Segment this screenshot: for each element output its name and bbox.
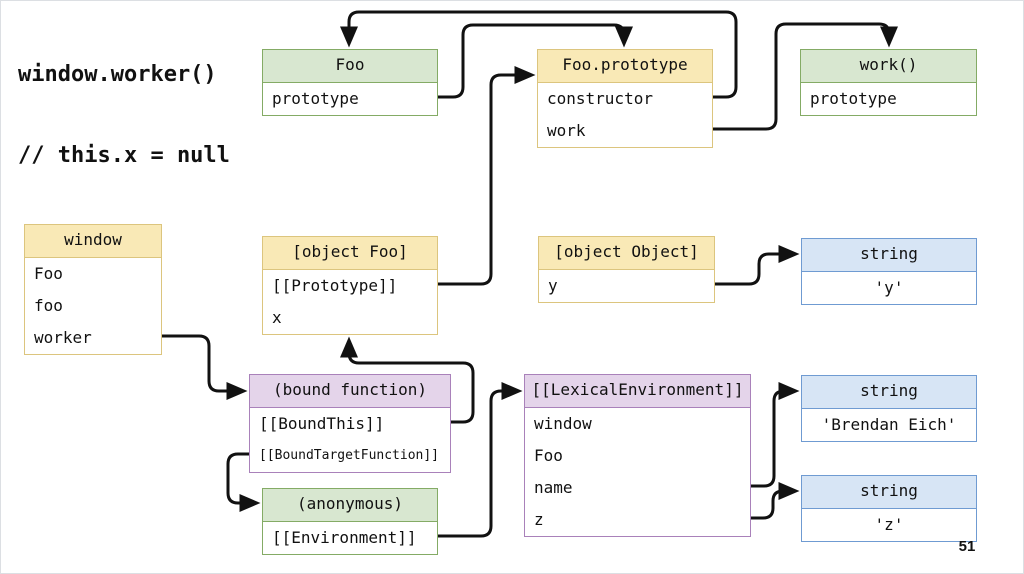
box-foo-prototype: Foo.prototype constructor work [537, 49, 713, 148]
code-line-1: window.worker() [18, 62, 217, 87]
box-object-object: [object Object] y [538, 236, 715, 303]
box-string-brendan-eich-title: string [802, 376, 976, 409]
box-window-row-worker: worker [34, 328, 92, 347]
box-window-row-foo: Foo [34, 264, 63, 283]
box-work-function-row-prototype: prototype [810, 89, 897, 108]
box-object-object-row-y: y [548, 276, 558, 295]
box-bound-function: (bound function) [[BoundThis]] [[BoundTa… [249, 374, 451, 473]
box-window-title: window [25, 225, 161, 258]
box-string-y-value: 'y' [874, 278, 904, 297]
box-window: window Foo foo worker [24, 224, 162, 355]
box-string-z-value: 'z' [874, 515, 904, 534]
box-string-brendan-eich: string 'Brendan Eich' [801, 375, 977, 442]
box-lexical-environment-row-foo: Foo [534, 446, 563, 465]
box-lexical-environment-row-window: window [534, 414, 592, 433]
box-lexical-environment-row-z: z [534, 510, 544, 529]
edge-object-foo-proto-to-foo-prototype [438, 66, 536, 286]
box-string-z: string 'z' [801, 475, 977, 542]
box-lexical-environment-row-name: name [534, 478, 573, 497]
box-foo-row-prototype: prototype [272, 89, 359, 108]
box-foo-prototype-row-constructor: constructor [547, 89, 653, 108]
box-foo-prototype-title: Foo.prototype [538, 50, 712, 83]
box-bound-function-title: (bound function) [250, 375, 450, 408]
box-object-foo-row-x: x [272, 308, 282, 327]
box-object-foo-row-prototype-slot: [[Prototype]] [272, 276, 398, 295]
box-work-function: work() prototype [800, 49, 977, 116]
code-line-2: // this.x = null [18, 143, 230, 168]
box-string-y: string 'y' [801, 238, 977, 305]
code-annotation: window.worker() // this.x = null [18, 7, 230, 223]
box-lexical-environment-title: [[LexicalEnvironment]] [525, 375, 750, 408]
box-bound-function-row-boundthis: [[BoundThis]] [259, 414, 385, 433]
box-object-foo-title: [object Foo] [263, 237, 437, 270]
box-string-brendan-eich-value: 'Brendan Eich' [821, 415, 957, 434]
box-string-z-title: string [802, 476, 976, 509]
box-object-foo: [object Foo] [[Prototype]] x [262, 236, 438, 335]
box-anonymous-function-row-environment: [[Environment]] [272, 528, 417, 547]
box-foo-prototype-row-work: work [547, 121, 586, 140]
edge-z-to-string-z [751, 482, 800, 520]
page-number: 51 [958, 538, 976, 555]
box-anonymous-function-title: (anonymous) [263, 489, 437, 522]
box-bound-function-row-boundtarget: [[BoundTargetFunction]] [259, 448, 440, 463]
box-work-function-title: work() [801, 50, 976, 83]
edge-y-to-string-y [715, 245, 800, 286]
box-lexical-environment: [[LexicalEnvironment]] window Foo name z [524, 374, 751, 537]
box-string-y-title: string [802, 239, 976, 272]
box-anonymous-function: (anonymous) [[Environment]] [262, 488, 438, 555]
box-foo: Foo prototype [262, 49, 438, 116]
edge-worker-to-bound-function [162, 334, 248, 400]
edge-name-to-string-brendan [751, 382, 800, 488]
box-object-object-title: [object Object] [539, 237, 714, 270]
box-foo-title: Foo [263, 50, 437, 83]
box-window-row-foo-lower: foo [34, 296, 63, 315]
